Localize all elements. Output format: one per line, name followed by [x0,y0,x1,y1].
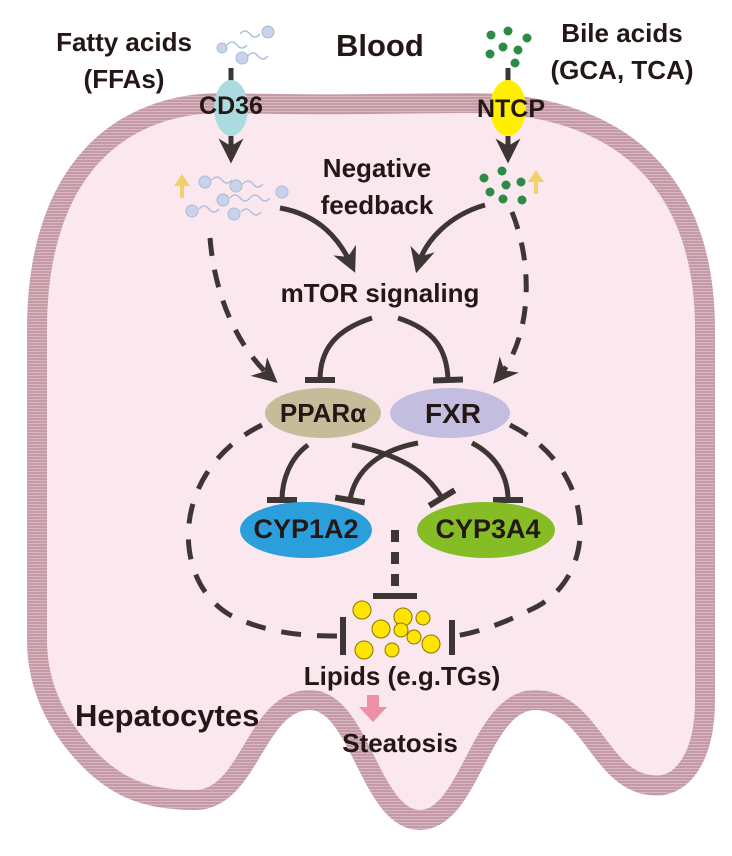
lipids-label: Lipids (e.g.TGs) [303,661,501,691]
cyp3a4-label: CYP3A4 [435,514,541,544]
gca-tca-label: (GCA, TCA) [550,55,694,85]
ffa-to-mtor-arrow [279,205,357,273]
fxr-inhibits-cyp3a4 [470,440,524,504]
negative-feedback-label-2: feedback [320,190,434,220]
steatosis-arrow-icon [359,695,387,722]
ppar-to-lipids-dashed [185,422,339,639]
steatosis-label: Steatosis [342,728,458,758]
bile-to-mtor-arrow [410,202,486,274]
ppar-inhibits-cyp3a4 [351,442,457,509]
fxr-label: FXR [425,398,481,429]
mtor-signaling-label: mTOR signaling [280,278,480,308]
bile-acid-molecules-cell [479,166,527,205]
ppar-inhibits-cyp1a2 [266,442,310,504]
lipid-droplets [352,600,441,660]
negative-feedback-label-1: Negative [322,153,432,183]
ffa-molecules-blood [216,25,275,65]
ntcp-label: NTCP [476,95,546,123]
bile-acid-molecules-blood [485,26,532,68]
mtor-inhibits-ppar [304,315,373,384]
ffa-to-ppar-dashed-arrow [207,237,278,383]
hepatocytes-label: Hepatocytes [75,698,260,733]
bile-up-arrow-icon [528,170,544,194]
ppar-label: PPARα [279,398,367,428]
ppar-node [265,388,381,438]
ntcp-transporter [490,80,526,136]
cyp3a4-node [417,502,555,558]
fxr-inhibits-cyp1a2 [334,440,419,506]
cyp1a2-node [240,502,372,558]
ffa-up-arrow-icon [174,174,190,198]
cyp1a2-label: CYP1A2 [253,514,359,544]
fatty-acids-label: Fatty acids [56,27,192,57]
ffa-molecules-cell [185,175,289,221]
bile-acids-label: Bile acids [561,18,683,48]
fxr-node [390,388,510,438]
fxr-to-lipids-dashed [454,422,583,639]
blood-label: Blood [336,28,424,63]
cd36-transporter [214,80,248,136]
cd36-label: CD36 [199,92,263,120]
ffas-label: (FFAs) [83,64,165,94]
mtor-inhibits-fxr [397,315,464,384]
